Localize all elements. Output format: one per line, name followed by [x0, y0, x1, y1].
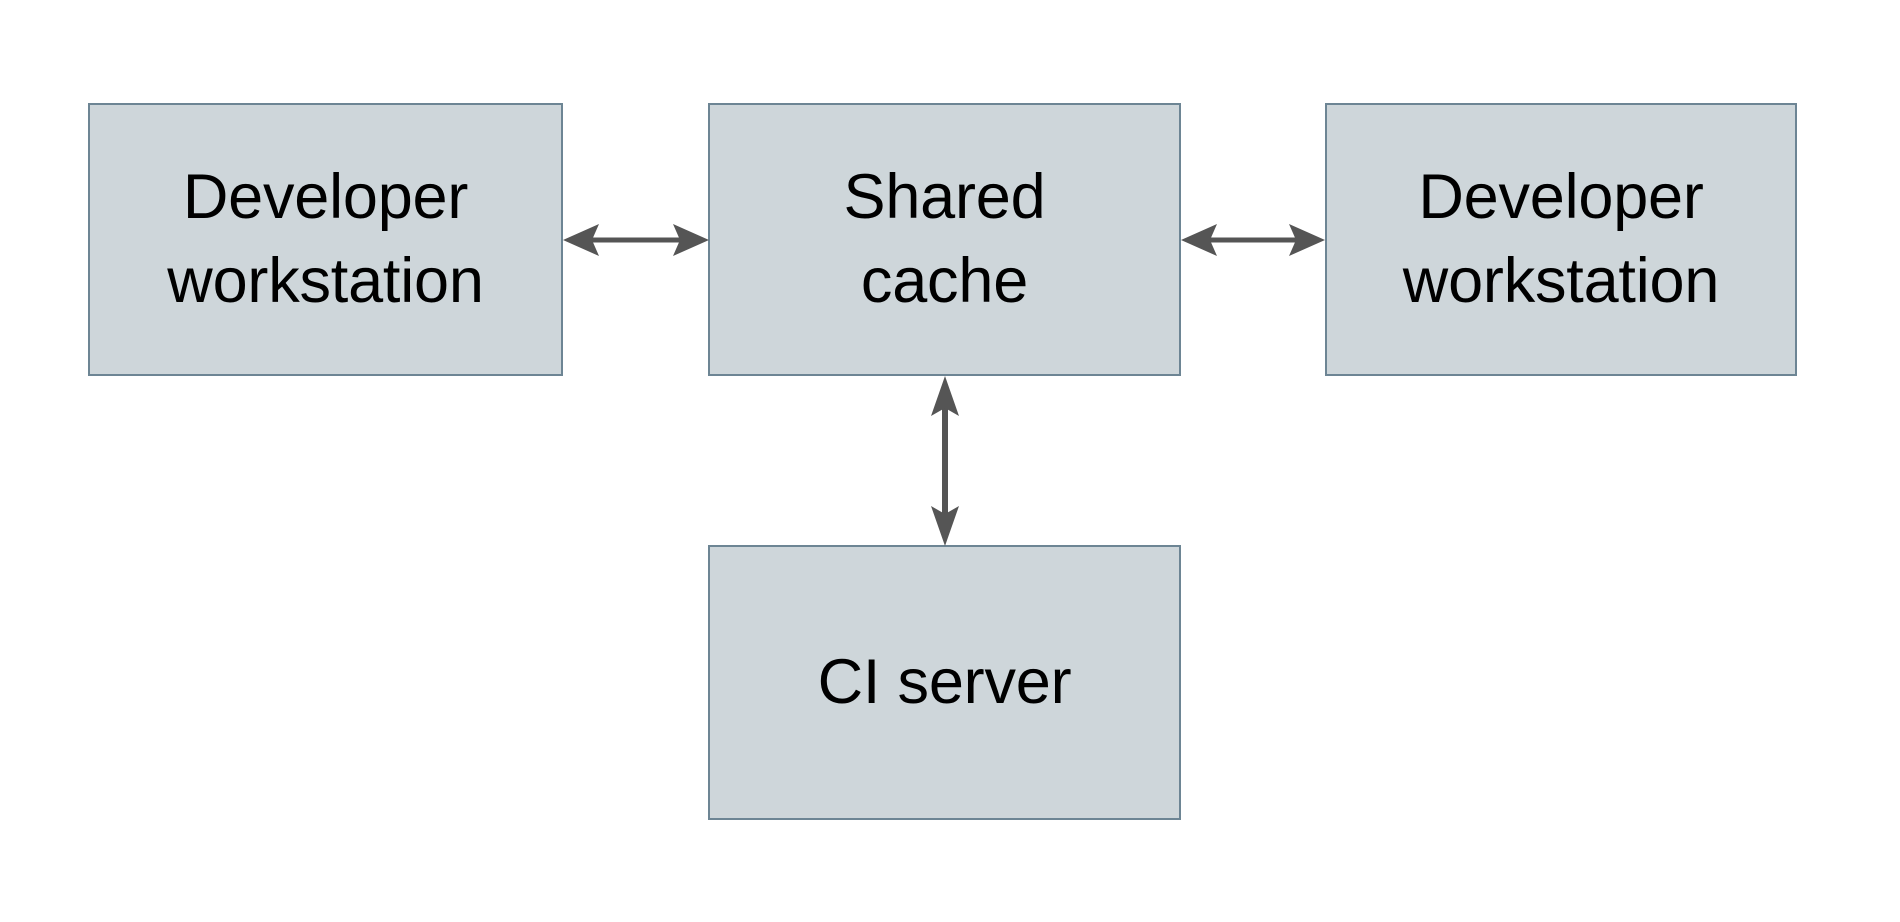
arrowhead-left-icon [563, 224, 599, 256]
node-dev-workstation-left[interactable]: Developer workstation [88, 103, 563, 376]
node-dev-workstation-right[interactable]: Developer workstation [1325, 103, 1797, 376]
node-label: Developer workstation [1402, 162, 1720, 316]
arrowhead-left-icon [1181, 224, 1217, 256]
node-shared-cache[interactable]: Shared cache [708, 103, 1181, 376]
edge-shared-cache-to-ci-server[interactable] [925, 376, 965, 546]
arrow-shaft [942, 398, 948, 524]
arrowhead-right-icon [673, 224, 709, 256]
arrow-shaft [1203, 237, 1303, 243]
node-ci-server[interactable]: CI server [708, 545, 1181, 820]
node-label: Developer workstation [167, 162, 484, 316]
edge-shared-cache-to-dev-right[interactable] [1181, 218, 1325, 262]
arrowhead-right-icon [1289, 224, 1325, 256]
arrowhead-up-icon [931, 376, 959, 416]
edge-dev-left-to-shared-cache[interactable] [563, 218, 709, 262]
arrow-shaft [585, 237, 687, 243]
node-label: CI server [817, 646, 1072, 717]
node-label: Shared cache [843, 162, 1046, 316]
arrowhead-down-icon [931, 506, 959, 546]
